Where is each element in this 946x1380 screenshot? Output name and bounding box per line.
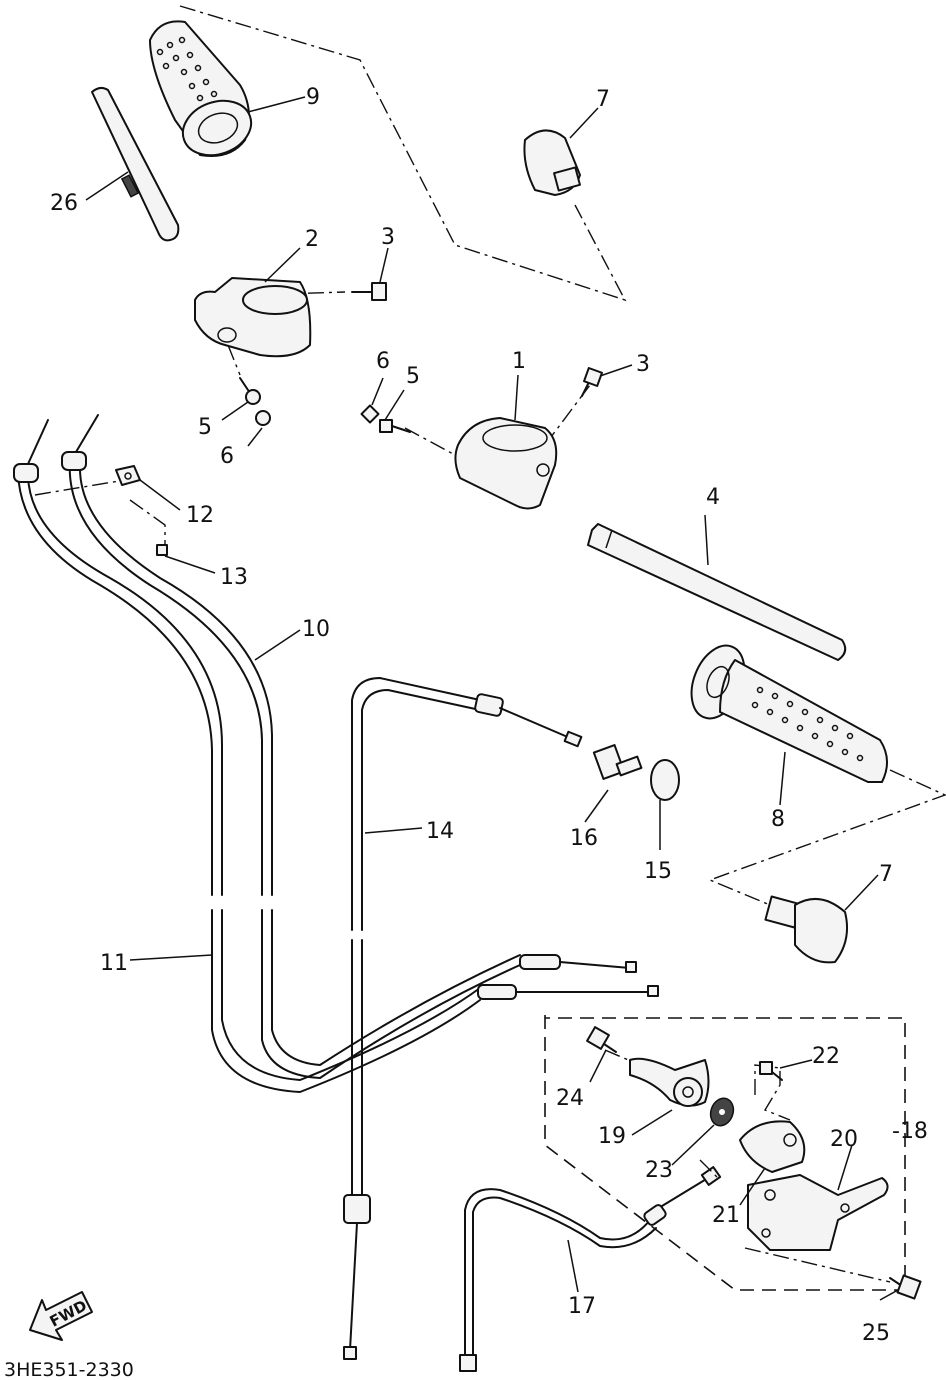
locknut-15-part	[650, 759, 680, 801]
switch-housing-part	[454, 417, 558, 510]
callout-labels: 9 7 26 2 3 6 5 1 3 5 6 12 4 13 10 8 14 1…	[50, 85, 928, 1346]
bar-end-weight-lower-part	[764, 895, 848, 964]
callout-25: 25	[862, 1321, 890, 1346]
throttle-cable-11	[13, 419, 659, 1093]
diagram-code: 3HE351-2330	[4, 1359, 134, 1380]
callout-2: 2	[305, 227, 319, 252]
callout-4: 4	[706, 485, 720, 510]
choke-cable-17	[459, 1166, 722, 1372]
callout-7-top: 7	[596, 87, 610, 112]
callout-10: 10	[302, 617, 330, 642]
callout-23: 23	[645, 1158, 673, 1183]
nut-6-left-part	[255, 410, 271, 426]
callout-16: 16	[570, 826, 598, 851]
callout-12: 12	[186, 503, 214, 528]
callout-11: 11	[100, 951, 128, 976]
clutch-cable-14	[343, 677, 583, 1360]
choke-lever-19-part	[629, 1057, 710, 1107]
callout-7-lower: 7	[879, 862, 893, 887]
callout-3-upper: 3	[381, 225, 395, 250]
callout-22: 22	[812, 1044, 840, 1069]
callout-21: 21	[712, 1203, 740, 1228]
bolt-25-part	[889, 1274, 922, 1300]
screw-22-part	[759, 1061, 783, 1081]
screw-3-upper-part	[351, 282, 387, 301]
cable-bracket-12-part	[115, 465, 141, 486]
callout-17: 17	[568, 1294, 596, 1319]
throttle-cable-10	[61, 414, 637, 1079]
callout-8: 8	[771, 807, 785, 832]
callout-9: 9	[306, 85, 320, 110]
nut-6-middle-part	[360, 404, 380, 424]
handlebar-left-part	[91, 86, 180, 242]
washer-23-part	[709, 1097, 735, 1127]
callout-24: 24	[556, 1086, 584, 1111]
throttle-grip-part	[149, 20, 253, 157]
callout-5-left: 5	[198, 415, 212, 440]
callout-13: 13	[220, 565, 248, 590]
callout-6-middle: 6	[376, 349, 390, 374]
callout-6-left: 6	[220, 444, 234, 469]
callout-18: -18	[892, 1119, 928, 1144]
callout-26: 26	[50, 191, 78, 216]
screw-5-left-part	[239, 377, 261, 405]
callout-15: 15	[644, 859, 672, 884]
screw-24-part	[586, 1026, 617, 1053]
callout-1: 1	[512, 349, 526, 374]
callout-19: 19	[598, 1124, 626, 1149]
bar-end-weight-top-part	[523, 129, 581, 196]
handlebar-right-part	[587, 523, 847, 661]
screw-5-middle-part	[379, 419, 411, 433]
left-grip-part	[690, 644, 888, 783]
callout-14: 14	[426, 819, 454, 844]
throttle-housing-part	[194, 277, 312, 358]
leader-lines	[85, 96, 899, 1301]
callout-20: 20	[830, 1127, 858, 1152]
adjuster-16-part	[592, 744, 643, 780]
screw-13-part	[156, 544, 168, 556]
screw-3-right-part	[581, 367, 603, 397]
fwd-arrow-icon: FWD	[29, 1291, 93, 1341]
callout-5-middle: 5	[406, 364, 420, 389]
lever-holder-21-part	[739, 1120, 806, 1173]
bracket-20-part	[747, 1174, 889, 1251]
callout-3-right: 3	[636, 352, 650, 377]
choke-lever-assembly-18	[544, 1015, 906, 1291]
